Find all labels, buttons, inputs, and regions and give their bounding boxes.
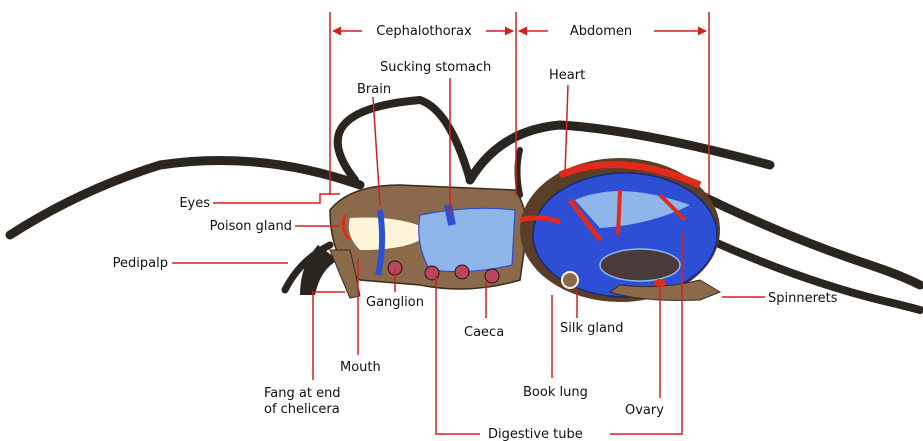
fang-label-line1: Fang at end bbox=[264, 386, 341, 401]
caeca-label: Caeca bbox=[464, 325, 504, 340]
spinnerets-label: Spinnerets bbox=[768, 291, 838, 306]
cephalothorax-body bbox=[330, 185, 526, 289]
mouthparts bbox=[300, 245, 360, 298]
fang-label-line2: of chelicera bbox=[264, 402, 340, 417]
abdomen-label: Abdomen bbox=[548, 24, 654, 39]
mouth-label: Mouth bbox=[340, 360, 381, 375]
ovary-label: Ovary bbox=[625, 403, 664, 418]
digestive-tube-label: Digestive tube bbox=[488, 427, 583, 441]
silk-gland-label: Silk gland bbox=[560, 321, 623, 336]
ganglion-label: Ganglion bbox=[366, 295, 424, 310]
book-lung-label: Book lung bbox=[523, 385, 588, 400]
sucking-stomach-label: Sucking stomach bbox=[380, 60, 491, 75]
eyes-label: Eyes bbox=[150, 196, 210, 211]
abdomen-body bbox=[520, 158, 720, 302]
brain-label: Brain bbox=[357, 82, 391, 97]
pedipalp-label: Pedipalp bbox=[80, 256, 168, 271]
cephalothorax-label: Cephalothorax bbox=[362, 24, 486, 39]
poison-gland-label: Poison gland bbox=[180, 219, 292, 234]
heart-label: Heart bbox=[549, 68, 585, 83]
